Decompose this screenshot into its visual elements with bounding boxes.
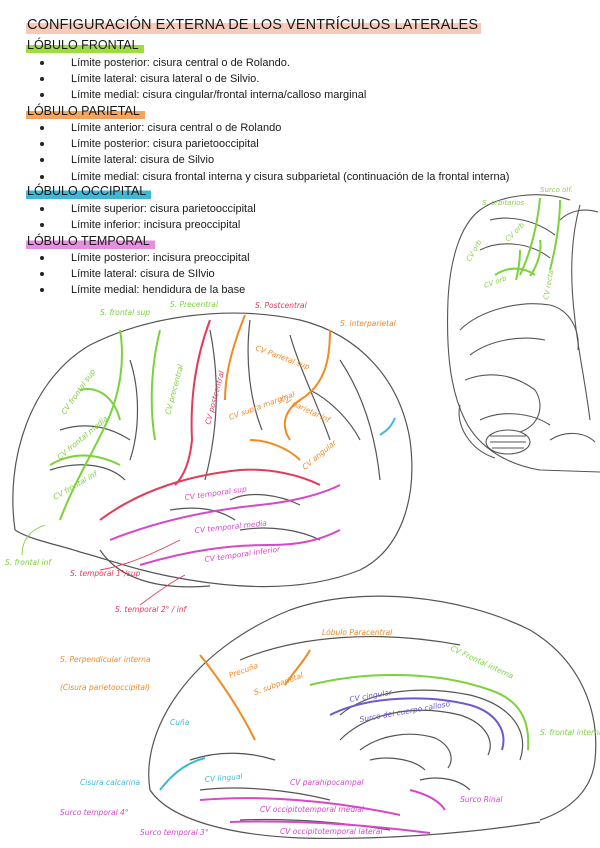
label-superior-temporal-gyrus: CV temporal sup — [184, 484, 247, 502]
label-medial-frontal-sulcus: S. frontal interna — [540, 728, 600, 737]
list-item: Límite medial: hendidura de la base — [0, 282, 600, 298]
brain-inferior-view-illustration: S. orbitarios Surco olf. CV orb CV orb C… — [446, 186, 600, 473]
bullet-icon — [40, 256, 44, 260]
label-inferior-frontal-sulcus: S. frontal inf — [5, 558, 52, 567]
list-item: Límite posterior: cisura central o de Ro… — [0, 55, 600, 71]
label-orbital-gyrus-3: CV orb — [483, 274, 508, 290]
bullet-icon — [40, 174, 44, 179]
label-gyrus-rectus: CV recta — [542, 269, 555, 300]
list-item: Límite medial: cisura frontal interna y … — [0, 169, 600, 185]
label-inferior-temporal-sulcus: S. temporal 2° / inf — [115, 605, 188, 614]
bullet-icon — [40, 93, 44, 98]
brain-medial-view-illustration: Lóbulo Paracentral CV Frontal interna S.… — [60, 595, 600, 840]
heading-parietal-lobe: LÓBULO PARIETAL — [26, 104, 145, 119]
list-item: Límite anterior: cisura central o de Rol… — [0, 120, 600, 136]
label-calcarine-fissure: Cisura calcarina — [80, 778, 140, 787]
label-inferior-frontal-gyrus: CV frontal inf — [52, 469, 100, 502]
label-postcentral-sulcus: S. Postcentral — [255, 301, 308, 310]
label-precuneus: Precuña — [228, 661, 260, 680]
label-middle-frontal-gyrus: CV frontal media — [56, 414, 110, 462]
label-internal-perpendicular-sulcus: S. Perpendicular interna — [60, 655, 151, 664]
label-middle-temporal-gyrus: CV temporal media — [194, 518, 267, 535]
bullet-icon — [40, 272, 44, 277]
label-parieto-occipital-fissure: (Cisura parietooccipital) — [60, 683, 150, 692]
page-title: CONFIGURACIÓN EXTERNA DE LOS VENTRÍCULOS… — [26, 16, 482, 34]
label-superior-temporal-sulcus: S. temporal 1°/sup — [70, 569, 141, 578]
label-precentral-gyrus: CV precentral — [163, 363, 185, 416]
temporal-limits-list: Límite posterior: incisura preoccipital … — [0, 250, 600, 299]
label-superior-frontal-gyrus: CV frontal sup — [59, 367, 97, 416]
heading-occipital-lobe: LÓBULO OCCIPITAL — [26, 184, 152, 199]
label-paracentral-lobule: Lóbulo Paracentral — [322, 628, 393, 637]
parietal-limits-list: Límite anterior: cisura central o de Rol… — [0, 120, 600, 185]
label-postcentral-gyrus: CV postcentral — [203, 369, 226, 425]
label-intraparietal-sulcus: S. interparietal — [340, 319, 397, 328]
label-cuneus: Cuña — [170, 718, 190, 727]
bullet-icon — [40, 61, 44, 65]
bullet-icon — [40, 288, 44, 293]
label-medial-frontal-gyrus: CV Frontal interna — [449, 644, 515, 681]
heading-temporal-lobe: LÓBULO TEMPORAL — [26, 234, 155, 249]
label-orbital-gyrus-2: CV orb — [504, 221, 527, 244]
label-superior-frontal-sulcus: S. frontal sup — [100, 308, 150, 317]
list-item: Límite posterior: incisura preoccipital — [0, 250, 600, 266]
bullet-icon — [40, 142, 44, 147]
list-item: Límite lateral: cisura de SIlvio — [0, 266, 600, 282]
list-item: Límite lateral: cisura lateral o de Silv… — [0, 71, 600, 87]
label-lateral-occipitotemporal-gyrus: CV occipitotemporal lateral — [280, 827, 383, 836]
bullet-icon — [40, 207, 44, 211]
bullet-icon — [40, 223, 44, 228]
list-item: Límite superior: cisura parietooccipital — [0, 201, 600, 217]
bullet-icon — [40, 77, 44, 82]
label-inferior-temporal-gyrus: CV temporal inferior — [204, 544, 281, 564]
label-lingual-gyrus: CV lingual — [204, 772, 243, 784]
brain-lateral-view-illustration: S. frontal sup S. Precentral S. Postcent… — [5, 300, 413, 614]
list-item: Límite lateral: cisura de Silvio — [0, 152, 600, 168]
bullet-icon — [40, 158, 44, 163]
list-item: Límite inferior: incisura preoccipital — [0, 217, 600, 233]
list-item: Límite medial: cisura cingular/frontal i… — [0, 87, 600, 103]
label-orbital-gyrus-1: CV orb — [465, 238, 484, 263]
bullet-icon — [40, 126, 44, 130]
label-superior-parietal-gyrus: CV Parietal sup — [254, 343, 311, 371]
label-medial-occipitotemporal-gyrus: CV occipitotemporal medial — [260, 805, 365, 814]
label-angular-gyrus: CV angular — [301, 437, 339, 471]
label-fourth-temporal-sulcus: Surco temporal 4° — [60, 808, 129, 817]
occipital-limits-list: Límite superior: cisura parietooccipital… — [0, 201, 600, 233]
label-subparietal-sulcus: S. subparietal — [253, 670, 306, 696]
label-third-temporal-sulcus: Surco temporal 3° — [140, 828, 209, 837]
label-olfactory-sulcus: Surco olf. — [540, 186, 573, 194]
label-parahippocampal-gyrus: CV parahipocampal — [290, 778, 364, 787]
heading-frontal-lobe: LÓBULO FRONTAL — [26, 38, 144, 53]
label-precentral-sulcus: S. Precentral — [170, 300, 219, 309]
label-rhinal-sulcus: Surco Rinal — [460, 795, 503, 804]
frontal-limits-list: Límite posterior: cisura central o de Ro… — [0, 55, 600, 104]
label-orbital-sulci: S. orbitarios — [482, 199, 525, 207]
list-item: Límite posterior: cisura parietooccipita… — [0, 136, 600, 152]
